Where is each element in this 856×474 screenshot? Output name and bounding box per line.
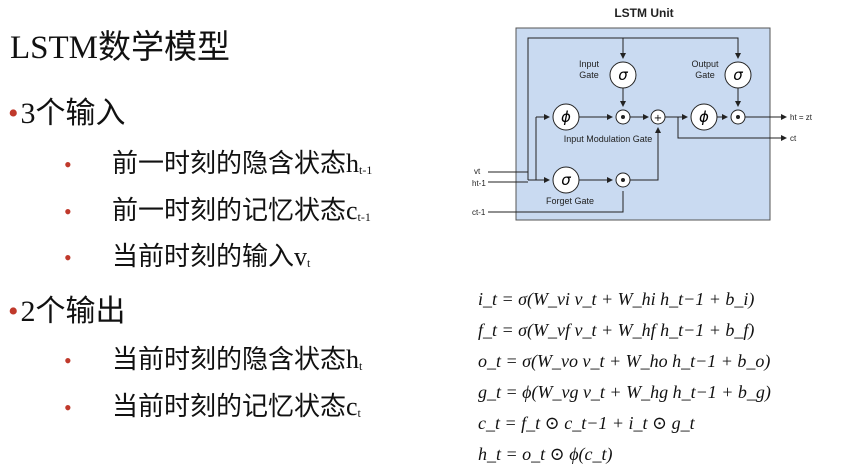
equation-hidden-state: h_t = o_t ⊙ ϕ(c_t) (478, 444, 613, 464)
bullet-dot: • (64, 152, 72, 177)
bullet-dot: • (64, 245, 72, 270)
slide-title: LSTM数学模型 (10, 30, 231, 66)
output-item-text: 当前时刻的记忆状态c (112, 392, 358, 421)
input-item-text: 前一时刻的记忆状态c (112, 196, 358, 225)
input-modulation-symbol: ϕ (561, 108, 571, 126)
output-item-2: • 当前时刻的记忆状态ct (64, 386, 361, 423)
bullet-dot: • (64, 348, 72, 373)
forget-gate-label: Forget Gate (546, 196, 594, 206)
input-modulation-gate-label: Input Modulation Gate (564, 134, 653, 144)
input-item-text: 当前时刻的输入v (112, 242, 308, 271)
equations-block: i_t = σ(W_vi v_t + W_hi h_t−1 + b_i) f_t… (478, 284, 771, 470)
equation-forget-gate: f_t = σ(W_vf v_t + W_hf h_t−1 + b_f) (478, 320, 755, 340)
inputs-heading: •3个输入 (8, 88, 126, 132)
forget-mult-dot (621, 178, 625, 182)
output-phi-symbol: ϕ (699, 108, 709, 126)
output-item-text: 当前时刻的隐含状态h (112, 345, 360, 374)
output-mult-dot (736, 115, 740, 119)
diagram-title: LSTM Unit (614, 6, 673, 20)
input-gate-symbol: σ (618, 66, 628, 84)
output-item-sub: t (357, 406, 361, 420)
output-gate-label: Output (691, 59, 719, 69)
lstm-unit-box (515, 27, 771, 221)
input-item-sub: t-1 (357, 210, 371, 224)
input-gate-label-2: Gate (579, 70, 599, 80)
bullet-dot: • (8, 295, 19, 328)
input-item-3: • 当前时刻的输入vt (64, 236, 310, 273)
input-item-1: • 前一时刻的隐含状态ht-1 (64, 143, 372, 180)
inputs-heading-text: 3个输入 (20, 97, 126, 130)
output-h-label: ht = zt (790, 113, 813, 122)
equation-cell-state: c_t = f_t ⊙ c_t−1 + i_t ⊙ g_t (478, 413, 695, 433)
output-gate-label-2: Gate (695, 70, 715, 80)
bullet-dot: • (64, 199, 72, 224)
lstm-unit-diagram: LSTM Unit σ σ ϕ ϕ σ + Input (472, 6, 813, 221)
outputs-heading-text: 2个输出 (20, 295, 126, 328)
input-mult-dot (621, 115, 625, 119)
forget-gate-symbol: σ (561, 171, 571, 189)
bullet-dot: • (64, 395, 72, 420)
equation-output-gate: o_t = σ(W_vo v_t + W_ho h_t−1 + b_o) (478, 351, 771, 371)
output-gate-symbol: σ (733, 66, 743, 84)
input-h-label: ht-1 (472, 179, 486, 188)
input-item-2: • 前一时刻的记忆状态ct-1 (64, 190, 371, 227)
equation-input-gate: i_t = σ(W_vi v_t + W_hi h_t−1 + b_i) (478, 289, 755, 309)
input-v-label: vt (474, 167, 481, 176)
output-item-1: • 当前时刻的隐含状态ht (64, 339, 362, 376)
input-c-label: ct-1 (472, 208, 486, 217)
bullet-dot: • (8, 97, 19, 130)
cell-add-symbol: + (654, 113, 662, 124)
outputs-heading: •2个输出 (8, 286, 126, 330)
diagram-wires (488, 37, 787, 213)
input-item-sub: t (307, 256, 311, 270)
output-item-sub: t (359, 359, 363, 373)
equation-modulation: g_t = ϕ(W_vg v_t + W_hg h_t−1 + b_g) (478, 382, 771, 402)
input-item-text: 前一时刻的隐含状态h (112, 149, 360, 178)
output-c-label: ct (790, 134, 797, 143)
input-item-sub: t-1 (359, 163, 373, 177)
input-gate-label: Input (579, 59, 600, 69)
